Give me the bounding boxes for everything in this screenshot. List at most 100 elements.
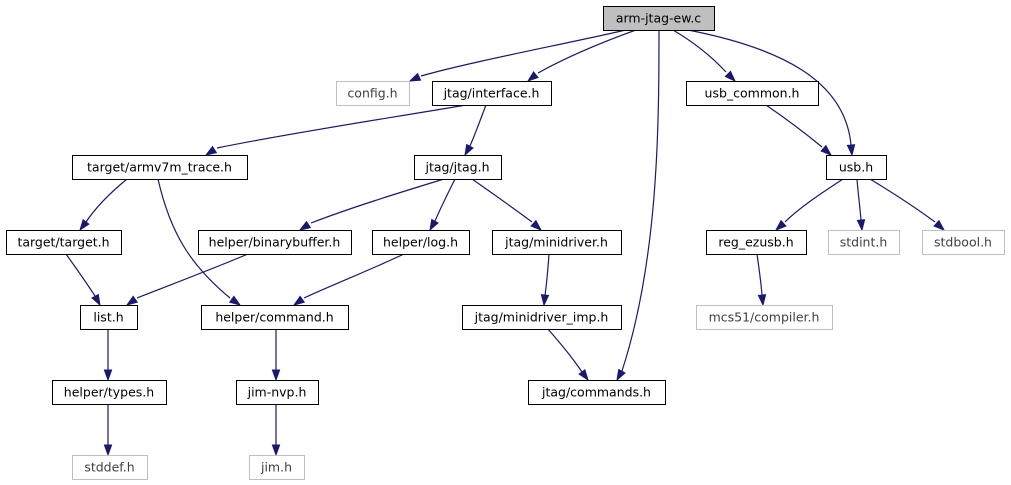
node-mcs51: mcs51/compiler.h xyxy=(696,305,833,330)
edge-arm-to-usbcommon xyxy=(672,29,727,73)
arrowhead-arm-to-commands xyxy=(616,368,626,382)
edge-arm-to-usb xyxy=(687,29,852,146)
edge-interface-to-jtagjtag xyxy=(469,104,487,147)
node-label-usbcommon: usb_common.h xyxy=(705,86,800,101)
nodes-layer: arm-jtag-ew.c config.h jtag/interface.h usb… xyxy=(6,6,1005,480)
arrowhead-target-to-list xyxy=(91,293,101,307)
node-box-jtagjtag xyxy=(414,155,502,180)
node-box-minidrvimp xyxy=(462,305,622,330)
node-label-commands: jtag/commands.h xyxy=(541,385,651,400)
node-list[interactable]: list.h xyxy=(80,305,138,330)
arrowhead-arm-to-usbcommon xyxy=(724,70,737,83)
node-box-armv7m xyxy=(72,155,248,180)
arrowhead-jtagjtag-to-minidriver xyxy=(530,219,543,231)
node-stddef: stddef.h xyxy=(72,455,148,480)
node-box-usb xyxy=(826,155,887,180)
node-box-target xyxy=(6,230,122,255)
arrowhead-arm-to-usb xyxy=(846,144,856,157)
edge-usb-to-stdbool xyxy=(869,178,936,223)
node-label-jim: jim.h xyxy=(260,460,292,475)
node-box-usbcommon xyxy=(686,81,819,106)
arrowhead-usbcommon-to-usb xyxy=(820,144,833,156)
node-usbcommon[interactable]: usb_common.h xyxy=(686,81,819,106)
node-label-jtagjtag: jtag/jtag.h xyxy=(424,160,489,175)
node-label-types: helper/types.h xyxy=(64,385,154,400)
node-log[interactable]: helper/log.h xyxy=(372,230,470,255)
edge-usb-to-stdint xyxy=(856,178,862,221)
node-box-log xyxy=(372,230,470,255)
node-label-minidrvimp: jtag/minidriver_imp.h xyxy=(474,310,609,325)
arrowhead-usb-to-stdint xyxy=(856,219,866,232)
node-label-stddef: stddef.h xyxy=(84,460,134,475)
node-label-usb: usb.h xyxy=(839,160,873,175)
edge-arm-to-interface xyxy=(537,29,637,74)
arrowhead-interface-to-armv7m xyxy=(204,145,218,156)
edge-interface-to-armv7m xyxy=(216,104,467,149)
arrowhead-usb-to-stdbool xyxy=(933,219,946,231)
node-label-mcs51: mcs51/compiler.h xyxy=(709,310,820,325)
node-box-stdint xyxy=(828,230,900,255)
node-label-regezusb: reg_ezusb.h xyxy=(718,235,793,250)
arrowhead-jtagjtag-to-binbuf xyxy=(298,220,312,231)
node-label-config: config.h xyxy=(347,86,397,101)
node-label-binbuf: helper/binarybuffer.h xyxy=(209,235,341,250)
node-minidrvimp[interactable]: jtag/minidriver_imp.h xyxy=(462,305,622,330)
node-box-config xyxy=(336,81,410,106)
arrowhead-jtagjtag-to-log xyxy=(429,218,439,232)
node-box-regezusb xyxy=(706,230,807,255)
node-label-minidriver: jtag/minidriver.h xyxy=(504,235,608,250)
node-config: config.h xyxy=(336,81,410,106)
node-box-jim xyxy=(249,455,305,480)
node-box-stdbool xyxy=(922,230,1005,255)
arrowhead-types-to-stddef xyxy=(103,444,113,457)
node-label-armv7m: target/armv7m_trace.h xyxy=(87,160,232,175)
arrowhead-jimnvp-to-jim xyxy=(271,444,281,457)
node-binbuf[interactable]: helper/binarybuffer.h xyxy=(198,230,352,255)
node-label-stdint: stdint.h xyxy=(840,235,888,250)
arrowhead-armv7m-to-command xyxy=(228,295,242,306)
node-box-jimnvp xyxy=(236,380,319,405)
node-interface[interactable]: jtag/interface.h xyxy=(432,81,552,106)
node-label-jimnvp: jim-nvp.h xyxy=(247,385,307,400)
edge-usbcommon-to-usb xyxy=(765,104,823,148)
edge-binbuf-to-list xyxy=(136,253,249,299)
node-jimnvp[interactable]: jim-nvp.h xyxy=(236,380,319,405)
arrowhead-log-to-command xyxy=(292,295,306,306)
node-minidriver[interactable]: jtag/minidriver.h xyxy=(492,230,622,255)
node-target[interactable]: target/target.h xyxy=(6,230,122,255)
node-label-interface: jtag/interface.h xyxy=(443,86,540,101)
node-command[interactable]: helper/command.h xyxy=(201,305,349,330)
node-label-target: target/target.h xyxy=(17,235,109,250)
edge-arm-to-config xyxy=(420,29,627,77)
edge-target-to-list xyxy=(65,253,96,297)
edge-usb-to-regezusb xyxy=(784,178,844,223)
node-armv7m[interactable]: target/armv7m_trace.h xyxy=(72,155,248,180)
edge-armv7m-to-target xyxy=(85,178,128,223)
edge-minidriver-to-minidrvimp xyxy=(544,253,550,296)
node-commands[interactable]: jtag/commands.h xyxy=(528,380,666,405)
node-arm[interactable]: arm-jtag-ew.c xyxy=(603,6,715,31)
node-label-list: list.h xyxy=(93,310,123,325)
edges-layer xyxy=(65,29,946,457)
arrowhead-arm-to-interface xyxy=(526,71,539,82)
arrowhead-list-to-types xyxy=(103,369,113,382)
arrowhead-usb-to-regezusb xyxy=(774,219,787,231)
node-usb[interactable]: usb.h xyxy=(826,155,887,180)
node-box-interface xyxy=(432,81,552,106)
arrowhead-armv7m-to-target xyxy=(79,219,90,232)
arrowhead-interface-to-jtagjtag xyxy=(464,143,474,157)
node-box-binbuf xyxy=(198,230,352,255)
edge-jtagjtag-to-binbuf xyxy=(310,178,445,224)
arrowhead-command-to-jimnvp xyxy=(271,369,281,382)
node-jtagjtag[interactable]: jtag/jtag.h xyxy=(414,155,502,180)
edge-regezusb-to-mcs51 xyxy=(756,253,763,296)
node-types[interactable]: helper/types.h xyxy=(52,380,167,405)
node-label-command: helper/command.h xyxy=(215,310,333,325)
edge-log-to-command xyxy=(303,253,405,299)
node-label-stdbool: stdbool.h xyxy=(934,235,992,250)
node-box-stddef xyxy=(72,455,148,480)
node-stdint: stdint.h xyxy=(828,230,900,255)
node-regezusb[interactable]: reg_ezusb.h xyxy=(706,230,807,255)
node-box-arm xyxy=(603,6,715,31)
